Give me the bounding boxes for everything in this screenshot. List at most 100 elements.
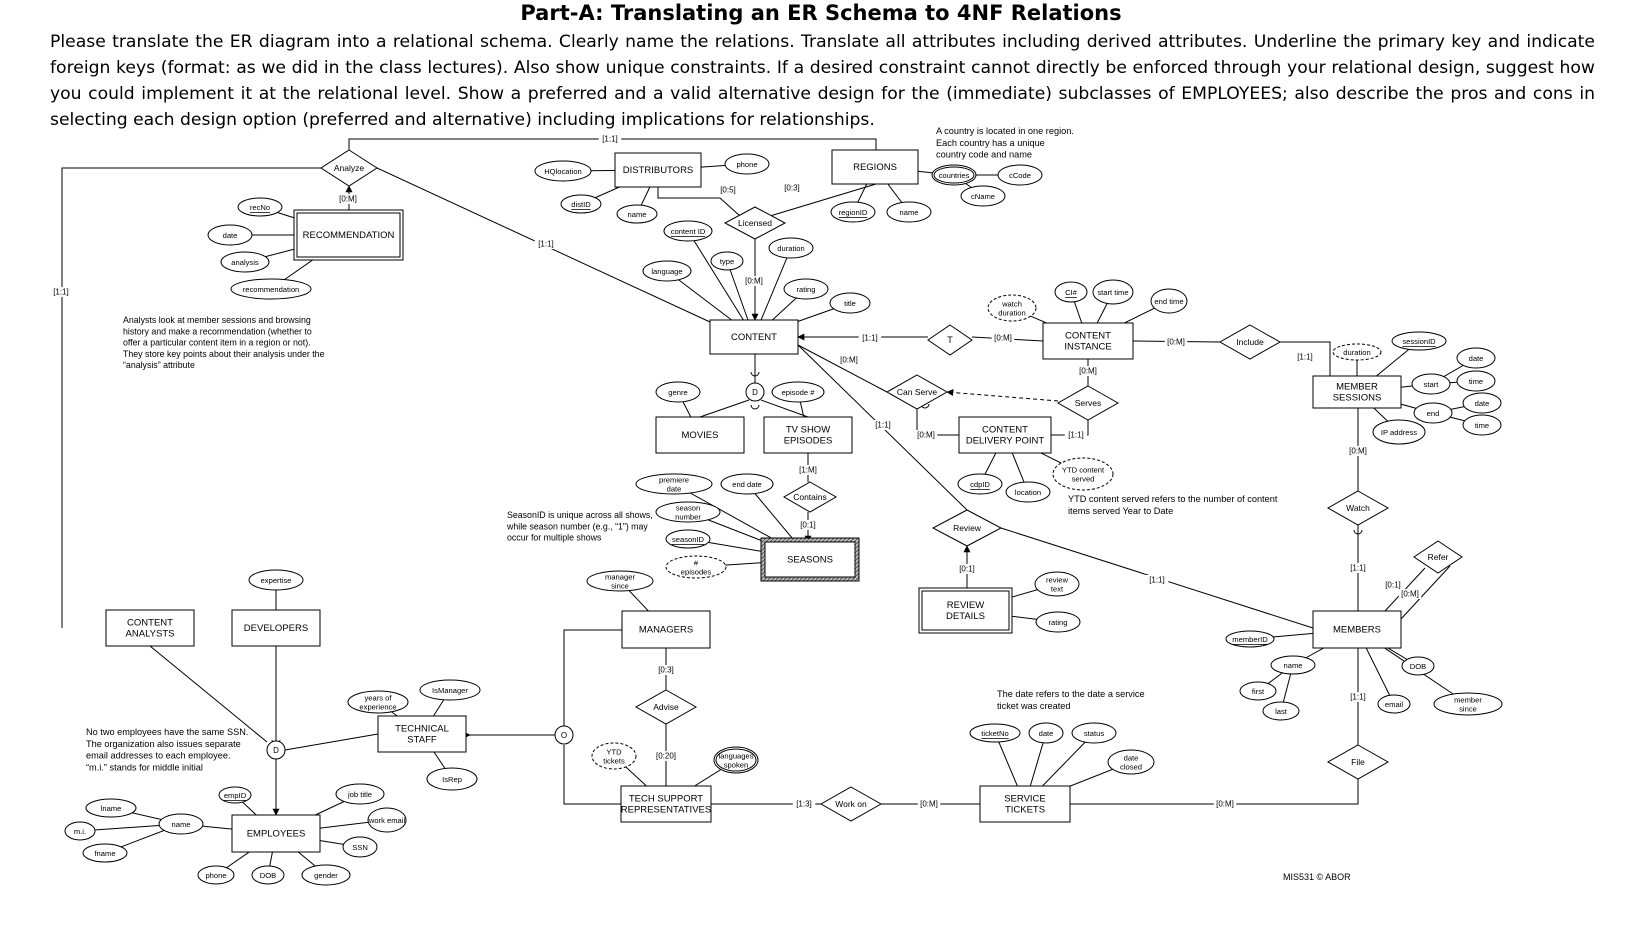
episode-num-attribute: episode # (771, 381, 825, 403)
ssn-attribute: SSN (342, 836, 378, 858)
svg-text:location: location (1015, 488, 1041, 497)
contains-relationship: Contains (782, 481, 838, 513)
note-country: A country is located in one region. Each … (936, 126, 1074, 160)
svg-text:lname: lname (101, 804, 122, 813)
can-serve-relationship: Can Serve (885, 374, 949, 410)
svg-text:language: language (651, 267, 682, 276)
svg-text:MANAGERS: MANAGERS (639, 624, 693, 635)
rating-review-attribute: rating (1035, 611, 1081, 633)
cardinality-label: [0:1] (1385, 581, 1401, 590)
ticketno-attribute: ticketNo (969, 723, 1021, 743)
cardinality-label: [0:20] (656, 752, 676, 761)
cardinality-label: [1:1] (1149, 576, 1165, 585)
advise-relationship: Advise (634, 689, 698, 725)
svg-text:job title: job title (347, 790, 372, 799)
distid-attribute: distID (560, 194, 602, 214)
genre-attribute: genre (655, 381, 701, 403)
svg-text:analysis: analysis (231, 258, 259, 267)
job-title-attribute: job title (335, 783, 385, 805)
movies-entity: MOVIES (655, 416, 745, 454)
svg-text:Review: Review (953, 523, 982, 533)
svg-text:cdpID: cdpID (970, 480, 990, 489)
svg-text:email: email (1385, 700, 1403, 709)
svg-text:type: type (720, 257, 734, 266)
fname-attribute: fname (82, 843, 128, 863)
note-line: country code and name (936, 150, 1032, 160)
svg-text:date: date (1039, 729, 1054, 738)
note-analysts: Analysts look at member sessions and bro… (123, 315, 325, 370)
include-relationship: Include (1218, 324, 1282, 360)
employees-disjoint-specialization: D (266, 740, 286, 760)
email-member-attribute: email (1377, 694, 1411, 714)
svg-text:work email: work email (368, 816, 406, 825)
svg-text:sessionID: sessionID (1402, 337, 1436, 346)
svg-text:date: date (223, 231, 238, 240)
svg-text:duration: duration (1343, 348, 1370, 357)
note-line: Each country has a unique (936, 138, 1045, 148)
svg-text:recommendation: recommendation (243, 285, 300, 294)
svg-text:first: first (1252, 687, 1265, 696)
svg-text:name: name (172, 820, 191, 829)
cardinality-label: [1:M] (799, 466, 817, 475)
svg-text:m.i.: m.i. (74, 827, 86, 836)
svg-text:date: date (1475, 399, 1490, 408)
recommendation-entity: RECOMMENDATION (293, 209, 404, 261)
duration-attribute: duration (768, 237, 814, 259)
cardinality-label: [0:M] (1401, 590, 1419, 599)
cardinality-label: [1:1] (538, 240, 554, 249)
licensed-relationship: Licensed (723, 206, 787, 240)
svg-text:Licensed: Licensed (738, 218, 772, 228)
svg-text:T: T (947, 335, 953, 345)
phone-dist-attribute: phone (724, 153, 770, 175)
ip-address-attribute: IP address (1372, 419, 1426, 445)
cardinality-label: [0:M] (994, 334, 1012, 343)
seasonid-attribute: seasonID (665, 529, 711, 549)
svg-text:SEASONS: SEASONS (787, 554, 833, 565)
recommendation-attr-attribute: recommendation (230, 278, 312, 300)
regions-entity: REGIONS (831, 149, 919, 185)
svg-text:phone: phone (205, 871, 226, 880)
seasons-entity: SEASONS (760, 537, 860, 582)
svg-text:IP address: IP address (1381, 428, 1417, 437)
svg-text:#episodes: #episodes (681, 558, 712, 576)
date-rec-attribute: date (207, 224, 253, 246)
svg-text:end: end (1427, 409, 1440, 418)
svg-text:HQlocation: HQlocation (544, 167, 582, 176)
cardinality-label: [1:1] (875, 421, 891, 430)
cardinality-label: [0:3] (784, 184, 800, 193)
svg-text:File: File (1351, 757, 1365, 767)
svg-text:time: time (1469, 377, 1483, 386)
svg-text:countries: countries (939, 171, 970, 180)
note-line: No two employees have the same SSN. (86, 727, 248, 737)
note-line: They store key points about their analys… (123, 349, 325, 359)
svg-text:DISTRIBUTORS: DISTRIBUTORS (623, 165, 694, 176)
gender-attribute: gender (301, 864, 351, 886)
svg-text:seasonID: seasonID (672, 535, 705, 544)
regionid-attribute: regionID (830, 201, 876, 223)
note-line: A country is located in one region. (936, 126, 1074, 136)
review-relationship: Review (931, 509, 1003, 547)
rating-content-attribute: rating (783, 278, 829, 300)
isrep-attribute: IsRep (426, 767, 478, 791)
mi-attribute: m.i. (64, 821, 96, 841)
cardinality-label: [1:1] (602, 135, 618, 144)
cardinality-label: [1:1] (862, 334, 878, 343)
